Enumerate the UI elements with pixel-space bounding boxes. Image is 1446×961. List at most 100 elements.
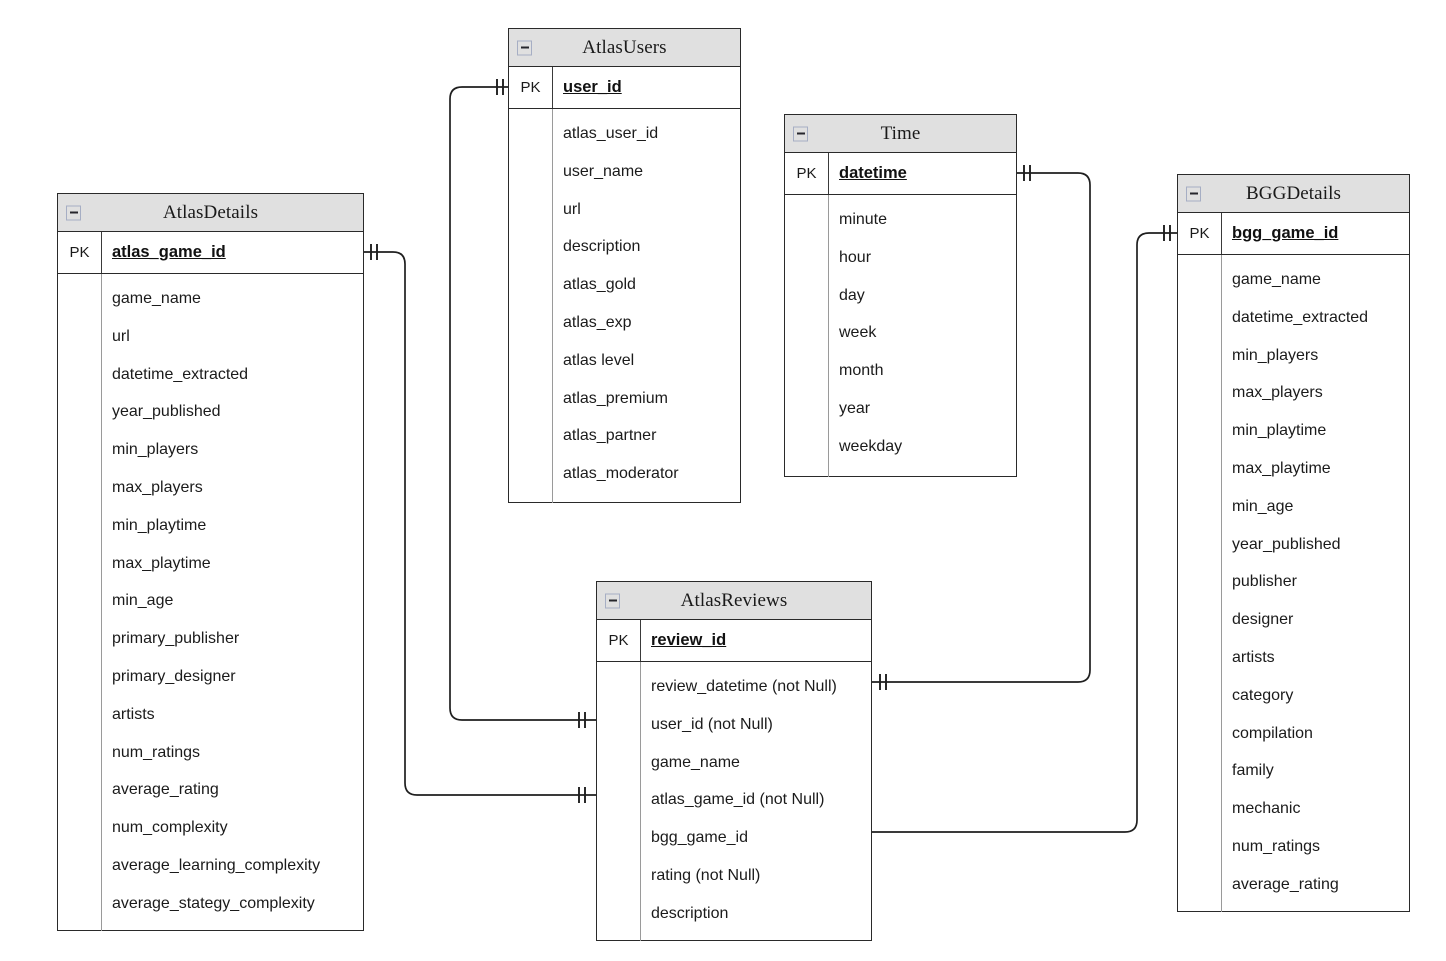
attribute-list: game_name url datetime_extracted year_pu… xyxy=(102,274,363,931)
pk-field-name: bgg_game_id xyxy=(1232,224,1339,242)
attribute-row: average_rating xyxy=(1232,875,1339,893)
attribute-row: atlas_premium xyxy=(563,389,668,407)
attribute-row: review_datetime (not Null) xyxy=(651,678,837,695)
entity-atlasdetails[interactable]: AtlasDetails PK atlas_game_id game_name … xyxy=(57,193,364,931)
attribute-row: num_ratings xyxy=(1232,837,1321,855)
attribute-list: game_name datetime_extracted min_players… xyxy=(1222,255,1409,912)
attribute-gutter xyxy=(509,109,553,503)
attribute-row: primary_publisher xyxy=(112,630,240,648)
pk-row: PK bgg_game_id xyxy=(1178,213,1409,255)
attribute-row: min_age xyxy=(112,592,174,610)
attribute-row: hour xyxy=(839,248,872,266)
attribute-row: day xyxy=(839,286,865,304)
attribute-row: max_players xyxy=(1232,384,1323,402)
attribute-row: weekday xyxy=(839,437,903,455)
attribute-row: min_playtime xyxy=(112,516,207,534)
pk-field-name: datetime xyxy=(839,164,907,182)
attribute-row: primary_designer xyxy=(112,667,236,685)
minus-box-icon[interactable] xyxy=(605,593,620,608)
minus-box-icon[interactable] xyxy=(517,40,532,55)
attribute-row: num_ratings xyxy=(112,743,201,761)
attribute-row: min_age xyxy=(1232,497,1294,515)
attribute-row: atlas_gold xyxy=(563,276,636,294)
attribute-body: review_datetime (not Null) user_id (not … xyxy=(597,662,871,941)
entity-title: AtlasDetails xyxy=(162,201,259,223)
attribute-row: average_learning_complexity xyxy=(112,856,321,874)
entity-title: AtlasUsers xyxy=(582,36,667,58)
attribute-row: artists xyxy=(112,705,155,723)
pk-row: PK atlas_game_id xyxy=(58,232,363,274)
attribute-gutter xyxy=(597,662,641,941)
attribute-row: max_players xyxy=(112,478,203,496)
attribute-row: bgg_game_id xyxy=(651,829,748,847)
entity-time[interactable]: Time PK datetime minute hour day week mo… xyxy=(784,114,1017,477)
attribute-row: week xyxy=(839,324,877,342)
pk-label: PK xyxy=(509,67,553,108)
minus-box-icon[interactable] xyxy=(1186,186,1201,201)
attribute-row: user_id (not Null) xyxy=(651,715,773,733)
attribute-row: atlas_user_id xyxy=(563,125,659,142)
pk-row: PK datetime xyxy=(785,153,1016,195)
attribute-row: min_playtime xyxy=(1232,422,1327,440)
pk-row: PK user_id xyxy=(509,67,740,109)
attribute-row: max_playtime xyxy=(1232,459,1331,477)
pk-label: PK xyxy=(1178,213,1222,254)
attribute-row: atlas_moderator xyxy=(563,465,679,483)
attribute-row: atlas_game_id (not Null) xyxy=(651,791,825,809)
attribute-row: description xyxy=(563,238,641,256)
attribute-row: year xyxy=(839,399,871,417)
attribute-row: description xyxy=(651,904,729,922)
attribute-row: user_name xyxy=(563,162,644,180)
entity-header-bggdetails: BGGDetails xyxy=(1178,175,1409,213)
entity-atlasreviews[interactable]: AtlasReviews PK review_id review_datetim… xyxy=(596,581,872,941)
entity-atlasusers[interactable]: AtlasUsers PK user_id atlas_user_id user… xyxy=(508,28,741,503)
attribute-row: minute xyxy=(839,211,888,228)
attribute-row: month xyxy=(839,362,884,380)
attribute-row: datetime_extracted xyxy=(112,365,249,383)
minus-box-icon[interactable] xyxy=(66,205,81,220)
attribute-list: atlas_user_id user_name url description … xyxy=(553,109,740,503)
entity-title: AtlasReviews xyxy=(680,589,788,611)
attribute-row: compilation xyxy=(1232,724,1313,742)
pk-label: PK xyxy=(597,620,641,661)
attribute-row: average_stategy_complexity xyxy=(112,894,315,912)
entity-bggdetails[interactable]: BGGDetails PK bgg_game_id game_name date… xyxy=(1177,174,1410,912)
attribute-body: game_name url datetime_extracted year_pu… xyxy=(58,274,363,931)
attribute-row: year_published xyxy=(1232,535,1341,553)
pk-field-name: user_id xyxy=(563,78,622,96)
entity-header-atlasreviews: AtlasReviews xyxy=(597,582,871,620)
attribute-row: designer xyxy=(1232,611,1294,629)
attribute-row: atlas_partner xyxy=(563,427,657,445)
attribute-row: game_name xyxy=(651,753,740,771)
attribute-row: year_published xyxy=(112,403,221,421)
minus-box-icon[interactable] xyxy=(793,126,808,141)
entity-title: BGGDetails xyxy=(1246,182,1341,204)
attribute-row: rating (not Null) xyxy=(651,866,761,884)
attribute-row: average_rating xyxy=(112,781,219,799)
pk-field-name: review_id xyxy=(651,631,727,649)
attribute-row: max_playtime xyxy=(112,554,211,572)
attribute-row: min_players xyxy=(112,441,199,459)
attribute-body: game_name datetime_extracted min_players… xyxy=(1178,255,1409,912)
pk-row: PK review_id xyxy=(597,620,871,662)
attribute-row: game_name xyxy=(1232,271,1321,288)
attribute-list: review_datetime (not Null) user_id (not … xyxy=(641,662,871,941)
attribute-row: category xyxy=(1232,686,1294,704)
attribute-row: game_name xyxy=(112,290,201,307)
pk-label: PK xyxy=(58,232,102,273)
entity-header-atlasdetails: AtlasDetails xyxy=(58,194,363,232)
attribute-row: url xyxy=(112,327,130,345)
entity-title: Time xyxy=(880,122,921,144)
attribute-row: min_players xyxy=(1232,346,1319,364)
attribute-row: atlas_exp xyxy=(563,313,632,331)
attribute-row: num_complexity xyxy=(112,819,228,837)
attribute-row: mechanic xyxy=(1232,800,1301,818)
entity-header-time: Time xyxy=(785,115,1016,153)
entity-header-atlasusers: AtlasUsers xyxy=(509,29,740,67)
attribute-list: minute hour day week month year weekday xyxy=(829,195,1016,477)
attribute-row: atlas level xyxy=(563,351,635,369)
attribute-gutter xyxy=(785,195,829,477)
attribute-gutter xyxy=(58,274,102,931)
pk-label: PK xyxy=(785,153,829,194)
